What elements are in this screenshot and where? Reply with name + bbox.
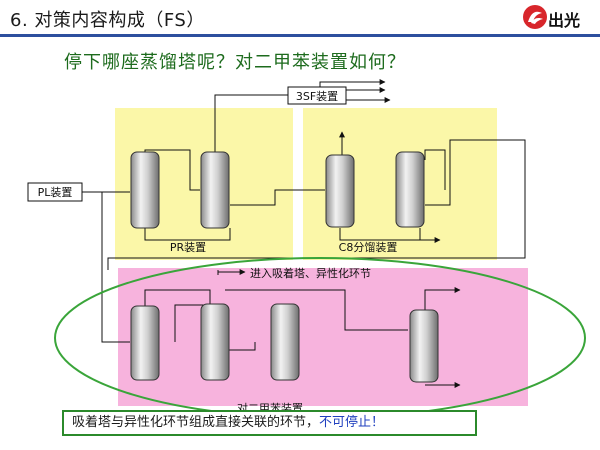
line-c8-bottom [339,228,421,241]
px-column-2 [200,303,230,381]
header-divider [0,34,600,37]
note-stop-text: 不可停止！ [319,415,385,430]
c8-unit-label: C8分馏装置 [339,240,398,254]
line-pl-down [101,192,130,343]
line-px-2-bottom [225,342,256,351]
pl-unit-label: PL装置 [38,186,73,199]
px-column-1 [130,305,160,381]
adsorption-label: 进入吸着塔、异性化环节 [250,266,371,280]
flame-logo-icon [523,5,547,29]
c8-column-1 [325,154,355,228]
company-logo: 出光 [522,4,592,32]
pr-column-2 [200,151,230,229]
px-column-3 [270,303,300,381]
pr-unit-label: PR装置 [170,241,206,254]
line-pr-to-3sf [214,94,288,155]
line-pr-to-c8 [230,189,325,206]
slide-subtitle: 停下哪座蒸馏塔呢？对二甲苯装置如何？ [64,52,406,73]
note-main-text: 吸着塔与异性化环节组成直接关联的环节， [72,415,320,430]
pr-column-1 [130,151,160,229]
line-pr1-to-pr2 [160,149,200,191]
line-px-2-to-3 [174,304,210,342]
line-loop-right [107,139,526,270]
sf3-unit-label: 3SF装置 [296,90,338,103]
arrow-3sf-top2 [319,79,386,87]
flow-arrows [218,79,461,388]
line-pr-bottom [144,228,231,241]
line-px-long [225,289,408,331]
logo-text: 出光 [548,11,581,30]
bottom-note: 吸着塔与异性化环节组成直接关联的环节，不可停止！ [62,410,477,436]
line-c8-right [424,149,446,190]
c8-column-2 [395,151,425,228]
page-title: 6. 对策内容构成（FS） [10,10,205,31]
px-unit-zone [118,268,528,406]
px-column-4 [409,309,439,383]
arrow-px-top [424,287,461,310]
